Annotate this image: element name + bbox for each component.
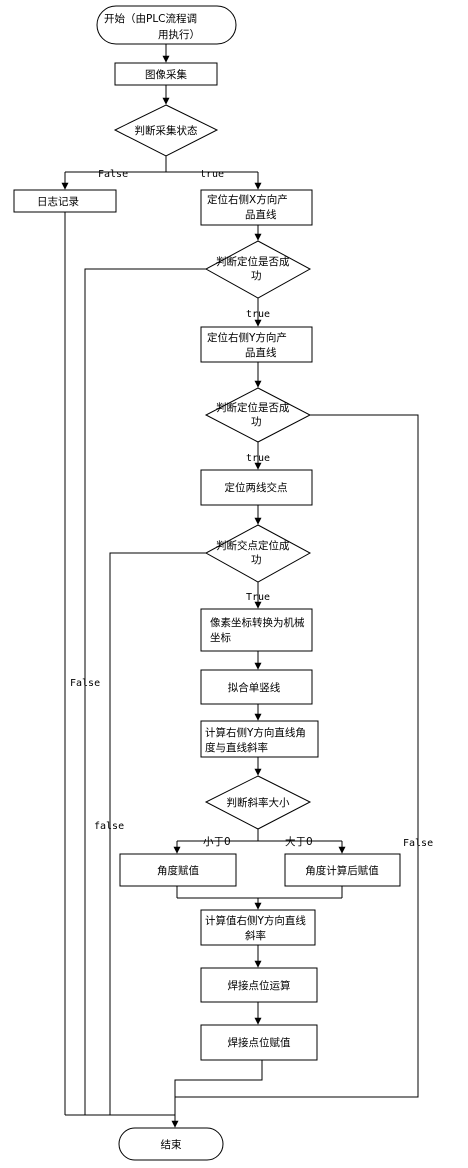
decision-capture: 判断采集状态: [113, 104, 219, 157]
edge-labels: False true true true True False false Fa…: [70, 169, 433, 849]
node-calc-slope-text-2: 斜率: [245, 929, 266, 942]
decision-capture-text: 判断采集状态: [135, 124, 198, 137]
node-calc-angle-text-1: 计算右侧Y方向直线角: [205, 726, 306, 739]
node-pixel-text-1: 像素坐标转换为机械: [210, 616, 305, 629]
decision-intersect-text-2: 功: [251, 554, 262, 566]
label-locate1-true: true: [246, 309, 270, 320]
node-start-text-1: 开始（由PLC流程调: [104, 12, 197, 25]
node-assign-angle: 角度赋值: [119, 853, 237, 887]
node-weld-calc: 焊接点位运算: [200, 967, 318, 1003]
node-intersect: 定位两线交点: [200, 469, 313, 506]
node-end: 结束: [118, 1127, 224, 1161]
node-fit-line-text: 拟合单竖线: [228, 681, 281, 694]
decision-intersect: 判断交点定位成 功: [204, 524, 312, 583]
node-calc-slope: 计算值右侧Y方向直线 斜率: [200, 909, 316, 946]
node-start: 开始（由PLC流程调 用执行）: [96, 5, 237, 45]
node-weld-assign-text: 焊接点位赋值: [228, 1036, 291, 1049]
decision-locate-1-text-2: 功: [251, 270, 262, 282]
decision-locate-2: 判断定位是否成 功: [204, 387, 312, 443]
decision-intersect-text-1: 判断交点定位成: [216, 539, 290, 552]
node-end-text: 结束: [161, 1138, 182, 1151]
decision-slope-text: 判断斜率大小: [227, 796, 290, 809]
label-locate2-false: False: [403, 838, 433, 849]
label-locate1-false: False: [70, 678, 100, 689]
connectors: [61, 44, 419, 1128]
node-pixel-to-machine: 像素坐标转换为机械 坐标: [200, 608, 313, 652]
node-locate-y-text-2: 品直线: [245, 346, 277, 359]
label-slope-less: 小于0: [203, 836, 231, 848]
node-locate-x-text-2: 品直线: [245, 208, 277, 221]
node-weld-calc-text: 焊接点位运算: [228, 979, 291, 992]
edge-weldassign-end: [171, 1060, 263, 1128]
node-locate-y-text-1: 定位右侧Y方向产: [207, 331, 287, 344]
decision-locate-2-text-1: 判断定位是否成: [216, 401, 290, 414]
decision-locate-1: 判断定位是否成 功: [204, 240, 312, 299]
label-locate2-true: true: [246, 453, 270, 464]
node-assign-angle-text: 角度赋值: [157, 864, 199, 877]
node-capture-text: 图像采集: [145, 68, 187, 81]
label-intersect-true: True: [246, 592, 270, 603]
label-capture-false: False: [98, 169, 128, 180]
node-log-text: 日志记录: [37, 195, 79, 208]
node-calc-angle: 计算右侧Y方向直线角 度与直线斜率: [200, 720, 319, 758]
node-locate-y: 定位右侧Y方向产 品直线: [200, 326, 313, 363]
label-slope-greater: 大于0: [285, 835, 313, 848]
node-calc-slope-text-1: 计算值右侧Y方向直线: [205, 914, 306, 927]
node-calc-assign: 角度计算后赋值: [284, 853, 401, 887]
decision-locate-1-text-1: 判断定位是否成: [216, 255, 290, 268]
node-weld-assign: 焊接点位赋值: [200, 1024, 318, 1061]
node-capture: 图像采集: [114, 62, 218, 86]
node-log: 日志记录: [13, 189, 117, 213]
node-locate-x: 定位右侧X方向产 品直线: [200, 189, 313, 226]
decision-locate-2-text-2: 功: [251, 416, 262, 428]
edge-judge3-false: [109, 552, 206, 1115]
label-capture-true: true: [200, 169, 224, 180]
node-locate-x-text-1: 定位右侧X方向产: [207, 193, 288, 206]
node-fit-line: 拟合单竖线: [200, 669, 313, 705]
node-calc-assign-text: 角度计算后赋值: [305, 864, 379, 877]
node-pixel-text-2: 坐标: [210, 632, 231, 644]
node-calc-angle-text-2: 度与直线斜率: [205, 741, 268, 754]
edge-judge1-false: [84, 268, 206, 1115]
edge-judge2-false: [175, 414, 419, 1098]
node-intersect-text: 定位两线交点: [225, 481, 288, 494]
node-start-text-2: 用执行）: [158, 28, 200, 41]
decision-slope: 判断斜率大小: [204, 775, 312, 830]
label-intersect-false: false: [94, 821, 124, 832]
